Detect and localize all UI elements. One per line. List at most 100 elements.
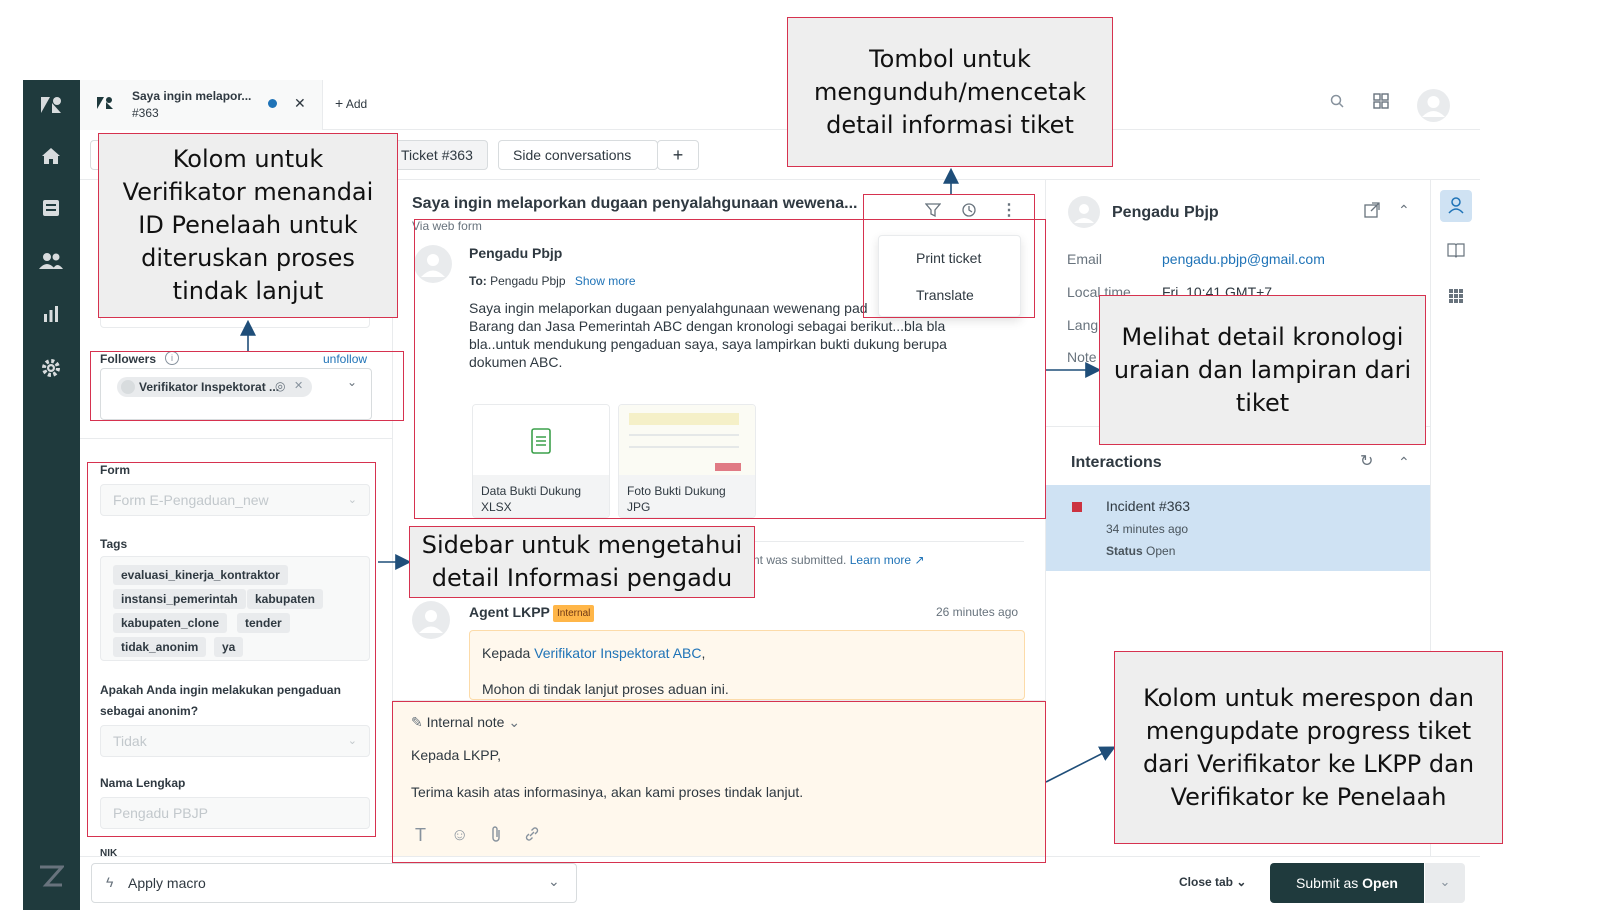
- form-select[interactable]: Form E-Pengaduan_new ⌄: [100, 484, 370, 516]
- link-icon[interactable]: [523, 825, 541, 846]
- followers-label: Followers: [100, 352, 157, 366]
- history-icon[interactable]: [961, 202, 977, 221]
- form-label: Form: [100, 463, 130, 477]
- views-icon[interactable]: [37, 198, 65, 226]
- remove-follower-icon[interactable]: ✕: [294, 380, 304, 392]
- form-select-value: Form E-Pengaduan_new: [113, 492, 269, 508]
- user-avatar[interactable]: [1417, 89, 1450, 122]
- show-more-link[interactable]: Show more: [574, 274, 636, 288]
- highlight-composer: [392, 701, 1046, 863]
- search-icon[interactable]: [1330, 94, 1344, 111]
- message-body-line: Barang dan Jasa Pemerintah ABC dengan kr…: [469, 318, 946, 334]
- submit-button[interactable]: Submit as Open: [1270, 863, 1424, 903]
- message-body-line: Saya ingin melaporkan dugaan penyalahgun…: [469, 300, 868, 316]
- admin-gear-icon[interactable]: [37, 357, 65, 385]
- submit-options-button[interactable]: ⌄: [1425, 863, 1465, 903]
- composer-line[interactable]: Terima kasih atas informasinya, akan kam…: [411, 784, 804, 800]
- agent-mention-link[interactable]: Verifikator Inspektorat ABC: [534, 645, 702, 661]
- ticket-tab-title: Saya ingin melapor...: [132, 89, 252, 103]
- ticket-tab[interactable]: Saya ingin melapor... #363 ✕: [80, 80, 323, 130]
- close-tab-button[interactable]: Close tab ⌄: [1179, 875, 1246, 889]
- tag[interactable]: kabupaten: [247, 589, 324, 609]
- apply-macro-select[interactable]: ϟ Apply macro ⌄: [91, 863, 577, 903]
- callout-followers: Kolom untuk Verifikator menandai ID Pene…: [98, 133, 398, 318]
- attachment-card[interactable]: Data Bukti Dukung XLSX: [472, 404, 610, 518]
- tag[interactable]: instansi_pemerintah: [113, 589, 246, 609]
- print-ticket-menu-item[interactable]: Print ticket: [916, 250, 982, 266]
- to-value: Pengadu Pbjp: [490, 274, 566, 288]
- highlight-menu: [863, 194, 1035, 318]
- home-icon[interactable]: [37, 145, 65, 173]
- highlight-followers: [90, 351, 404, 421]
- zendesk-z-icon[interactable]: [37, 865, 66, 893]
- emoji-icon[interactable]: ☺: [451, 825, 469, 844]
- internal-note-composer[interactable]: ✎ Internal note ⌄ Kepada LKPP, Terima ka…: [393, 700, 1045, 860]
- open-profile-icon[interactable]: [1364, 202, 1380, 221]
- divider: [80, 438, 393, 439]
- recipient-line: To: Pengadu Pbjp Show more: [469, 274, 636, 288]
- top-bar: Saya ingin melapor... #363 ✕ + Add: [80, 80, 1480, 130]
- submission-note: nt was submitted. Learn more ↗: [753, 553, 925, 567]
- tags-field[interactable]: evaluasi_kinerja_kontraktor instansi_pem…: [100, 556, 370, 661]
- nama-lengkap-input[interactable]: Pengadu PBJP: [100, 797, 370, 829]
- callout-sidebar: Sidebar untuk mengetahui detail Informas…: [409, 526, 755, 598]
- zendesk-logo-icon[interactable]: [37, 92, 65, 120]
- chevron-down-icon[interactable]: ⌄: [347, 375, 358, 389]
- unsaved-dot-icon: [268, 99, 277, 108]
- incident-status-icon: [1072, 502, 1082, 512]
- text-format-icon[interactable]: T: [415, 825, 426, 845]
- learn-more-link[interactable]: Learn more: [849, 553, 912, 567]
- email-label: Email: [1067, 251, 1103, 267]
- knowledge-book-icon[interactable]: [1447, 242, 1465, 261]
- highlight-sidebar-fields: [87, 462, 376, 837]
- agent-avatar: [412, 601, 450, 639]
- submission-note-text: nt was submitted.: [753, 553, 847, 567]
- agent-body: Mohon di tindak lanjut proses aduan ini.: [482, 681, 729, 697]
- customers-icon[interactable]: [37, 251, 65, 279]
- callout-details: Melihat detail kronologi uraian dan lamp…: [1099, 295, 1426, 445]
- products-grid-icon[interactable]: [1372, 92, 1390, 115]
- tag[interactable]: kabupaten_clone: [113, 613, 228, 633]
- close-tab-icon[interactable]: ✕: [294, 95, 306, 111]
- add-tab-button[interactable]: + Add: [335, 95, 367, 111]
- tag[interactable]: evaluasi_kinerja_kontraktor: [113, 565, 288, 585]
- attachment-type: XLSX: [481, 500, 512, 514]
- add-side-conversation-button[interactable]: +: [657, 140, 699, 170]
- attach-paperclip-icon[interactable]: [489, 825, 503, 846]
- attachment-name: Foto Bukti Dukung: [627, 484, 726, 498]
- edit-note-icon: ✎: [411, 714, 423, 730]
- incident-title: Incident #363: [1106, 498, 1191, 514]
- message-body-line: bla..untuk mendukung pengaduan saya, say…: [469, 336, 947, 352]
- apps-grid-icon[interactable]: [1448, 288, 1464, 307]
- filter-icon[interactable]: [924, 202, 942, 221]
- reporting-icon[interactable]: [37, 304, 65, 332]
- tab-side-conversations[interactable]: Side conversations: [498, 140, 658, 170]
- status-value: Open: [1146, 544, 1176, 558]
- collapse-icon[interactable]: ⌃: [1398, 202, 1410, 218]
- email-value[interactable]: pengadu.pbjp@gmail.com: [1162, 251, 1325, 267]
- user-profile-icon[interactable]: [1440, 190, 1472, 222]
- incident-time: 34 minutes ago: [1106, 522, 1189, 536]
- to-label: To:: [469, 274, 487, 288]
- spreadsheet-icon: [473, 405, 609, 475]
- composer-mode-label: Internal note: [426, 714, 505, 730]
- followers-field[interactable]: Verifikator Inspektorat ... ◎ ✕ ⌄: [100, 368, 372, 420]
- collapse-icon[interactable]: ⌃: [1398, 454, 1410, 470]
- nama-lengkap-value: Pengadu PBJP: [113, 805, 208, 821]
- follower-chip[interactable]: Verifikator Inspektorat ... ◎ ✕: [117, 377, 312, 397]
- more-options-icon[interactable]: ⋮: [1001, 202, 1017, 219]
- composer-mode-toggle[interactable]: ✎ Internal note ⌄: [411, 714, 520, 731]
- tab-ticket[interactable]: Ticket #363: [386, 140, 488, 170]
- language-label: Lang: [1067, 317, 1099, 333]
- refresh-icon[interactable]: ↻: [1360, 453, 1374, 470]
- attachment-type: JPG: [627, 500, 651, 514]
- interaction-item[interactable]: Incident #363 34 minutes ago Status Open: [1046, 485, 1431, 571]
- tag[interactable]: tidak_anonim: [113, 637, 207, 657]
- attachment-card[interactable]: Foto Bukti Dukung JPG: [618, 404, 756, 518]
- unfollow-link[interactable]: unfollow: [323, 352, 368, 366]
- translate-menu-item[interactable]: Translate: [916, 287, 974, 303]
- anonim-select[interactable]: Tidak ⌄: [100, 725, 370, 757]
- composer-line[interactable]: Kepada LKPP,: [411, 747, 502, 763]
- tag[interactable]: tender: [237, 613, 290, 633]
- tag[interactable]: ya: [214, 637, 244, 657]
